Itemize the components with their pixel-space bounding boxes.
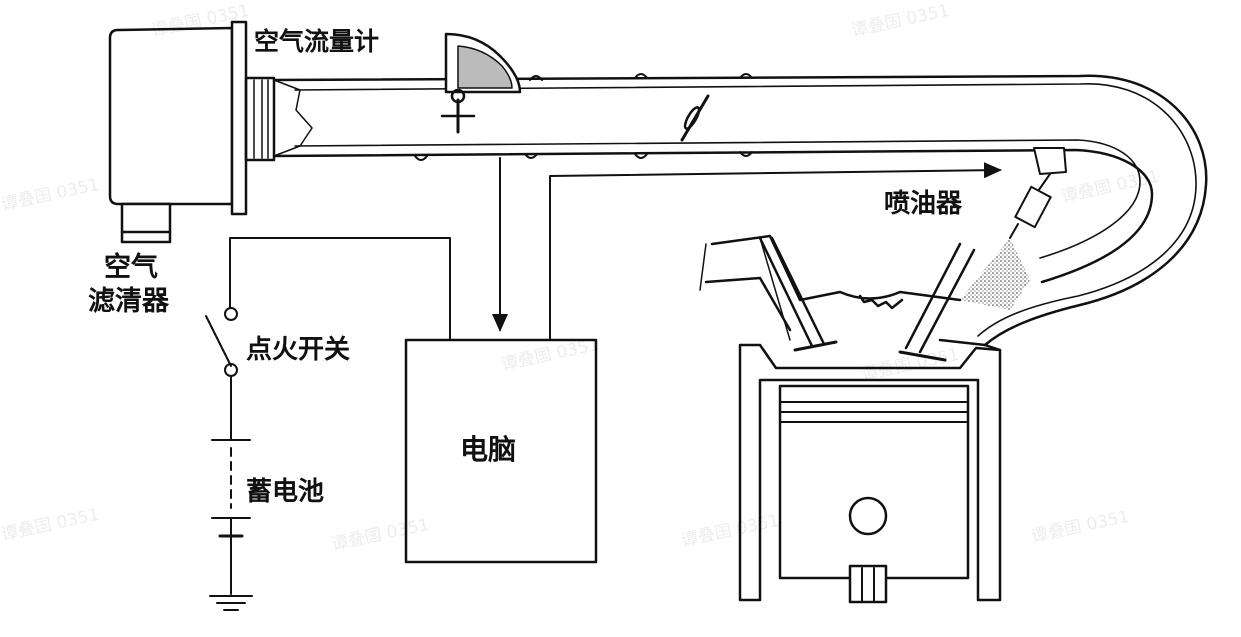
engine-head — [699, 234, 1002, 362]
cylinder-block — [738, 343, 1002, 604]
fuel-spray — [960, 238, 1030, 310]
ecu-box — [404, 338, 598, 564]
fuel-injector — [1009, 147, 1067, 239]
air-filter-label-line2: 滤清器 — [88, 286, 169, 317]
ignition-switch-label: 点火开关 — [246, 335, 351, 365]
battery-symbol — [209, 439, 253, 611]
air-flow-meter — [440, 32, 522, 134]
injector-label: 喷油器 — [884, 189, 963, 219]
air-filter-label-line1: 空气 — [104, 252, 158, 283]
battery-label: 蓄电池 — [246, 477, 325, 507]
signal-wires — [229, 157, 1002, 341]
ecu-label: 电脑 — [460, 433, 517, 466]
air-flow-meter-label: 空气流量计 — [254, 27, 380, 56]
air-filter — [108, 20, 276, 244]
ignition-switch — [205, 307, 238, 441]
intake-pipe — [272, 73, 1208, 347]
